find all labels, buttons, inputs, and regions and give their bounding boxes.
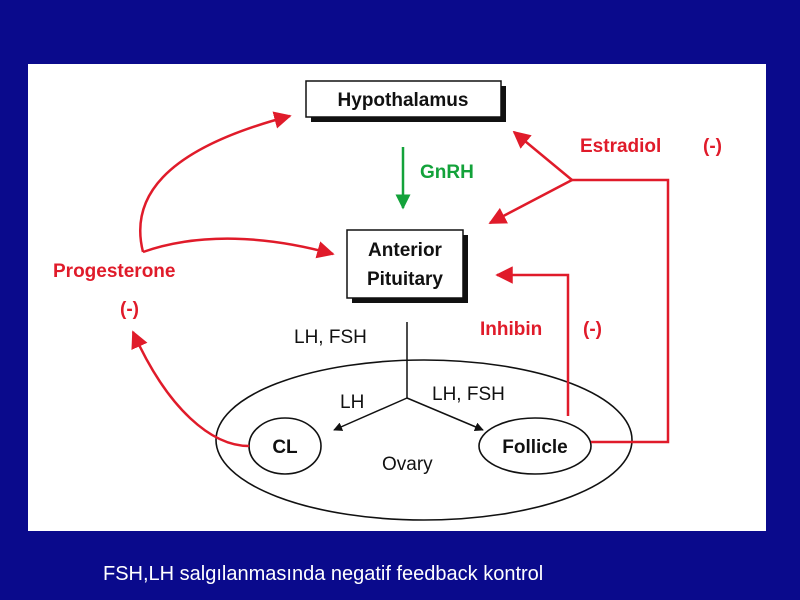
lh-arrow <box>333 397 408 431</box>
pituitary-box <box>346 229 464 299</box>
progesterone-to-hypothalamus-arrow <box>139 111 292 253</box>
lh-fsh-arrow <box>406 397 484 432</box>
inhibin-sign: (-) <box>583 319 602 340</box>
estradiol-feedback-line <box>572 178 670 444</box>
estradiol-to-hypothalamus-arrow <box>512 130 573 181</box>
estradiol-sign: (-) <box>703 136 722 157</box>
progesterone-sign: (-) <box>120 299 139 320</box>
progesterone-label: Progesterone <box>53 261 175 282</box>
cl-label: CL <box>272 437 298 458</box>
estradiol-label: Estradiol <box>580 136 661 157</box>
progesterone-to-pituitary-arrow <box>142 237 335 259</box>
follicle-node <box>478 417 592 475</box>
lh-fsh-top-label: LH, FSH <box>294 327 367 348</box>
lh-fsh-right-label: LH, FSH <box>432 384 505 405</box>
ovary-outline <box>215 359 633 521</box>
pituitary-label-line1: Anterior <box>368 240 443 261</box>
lh-label: LH <box>340 392 364 413</box>
pituitary-label-line2: Pituitary <box>367 269 443 290</box>
estradiol-to-pituitary-arrow <box>488 178 573 225</box>
cl-to-progesterone-arrow <box>131 330 250 448</box>
follicle-label: Follicle <box>502 437 567 458</box>
ovary-label: Ovary <box>382 454 433 475</box>
gnrh-label: GnRH <box>420 162 474 183</box>
hypothalamus-label: Hypothalamus <box>338 90 469 111</box>
inhibin-label: Inhibin <box>480 319 542 340</box>
slide-caption: FSH,LH salgılanmasında negatif feedback … <box>103 563 544 585</box>
hypothalamus-box <box>305 80 502 118</box>
inhibin-feedback-arrow <box>495 266 570 416</box>
